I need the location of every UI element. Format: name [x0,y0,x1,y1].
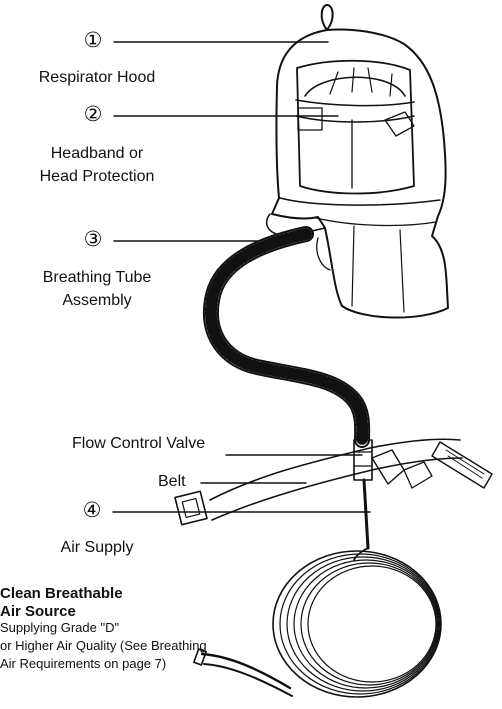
respirator-hood-icon [267,5,448,318]
callout-number-4: ④ [79,500,105,522]
callout-label-headband: Headband or Head Protection [4,142,190,188]
callout-label-air-supply: Air Supply [22,536,172,559]
callout-number-1: ① [80,30,106,52]
callout-label-respirator-hood: Respirator Hood [10,66,184,89]
air-source-description: Supplying Grade "D" or Higher Air Qualit… [0,619,207,673]
callout-number-2: ② [80,104,106,126]
label-belt: Belt [158,470,186,493]
flow-control-valve-icon [354,440,432,488]
label-flow-control-valve: Flow Control Valve [72,432,205,455]
callout-number-3: ③ [80,229,106,251]
breathing-tube-icon [211,234,362,440]
callout-label-breathing-tube: Breathing Tube Assembly [10,266,184,312]
air-source-title: Clean Breathable Air Source [0,585,123,621]
